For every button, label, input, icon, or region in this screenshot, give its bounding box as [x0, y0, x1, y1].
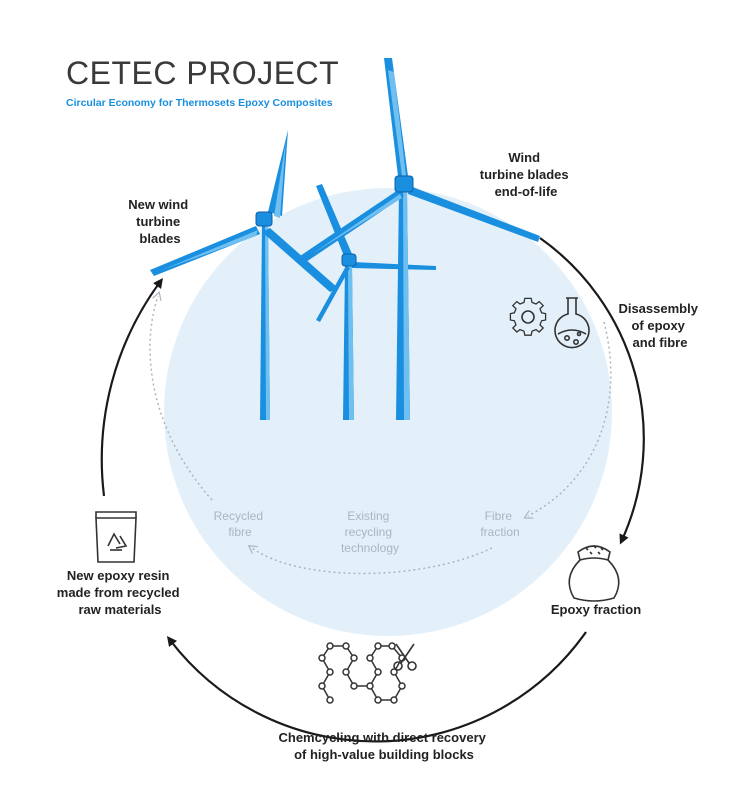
sack-icon	[568, 545, 620, 602]
arrow-end-of-life-to-epoxy	[539, 237, 645, 545]
label-disassembly: Disassembly of epoxy and fibre	[618, 301, 701, 350]
turbine-left	[150, 130, 338, 420]
label-chemcycling: Chemcycling with direct recovery of high…	[279, 730, 490, 762]
gear-icon	[509, 297, 547, 336]
page-title: CETEC PROJECT	[66, 55, 339, 91]
label-epoxy-fraction: Epoxy fraction	[551, 602, 641, 617]
label-end-of-life: Wind turbine blades end-of-life	[480, 150, 572, 199]
background-circle	[164, 188, 612, 636]
dotted-arrow-fibre-to-recycled	[252, 548, 493, 575]
scissors-icon	[393, 643, 417, 671]
label-new-resin: New epoxy resin made from recycled raw m…	[57, 568, 183, 617]
dotted-arrow-disassembly-to-fibre	[528, 321, 612, 516]
flask-icon	[554, 297, 590, 349]
label-existing-technology: Existing recycling technology	[341, 509, 399, 555]
molecule-icon	[318, 642, 406, 704]
page-subtitle: Circular Economy for Thermosets Epoxy Co…	[66, 97, 333, 109]
label-recycled-fibre: Recycled fibre	[214, 509, 267, 539]
arrow-epoxy-to-new-resin	[166, 631, 587, 743]
turbine-middle	[316, 184, 436, 420]
recycle-bucket-icon	[95, 511, 137, 563]
label-new-blades: New wind turbine blades	[128, 197, 192, 246]
arrow-new-resin-to-blades	[100, 277, 163, 497]
turbine-right	[300, 58, 540, 420]
label-fibre-fraction: Fibre fraction	[480, 509, 519, 539]
